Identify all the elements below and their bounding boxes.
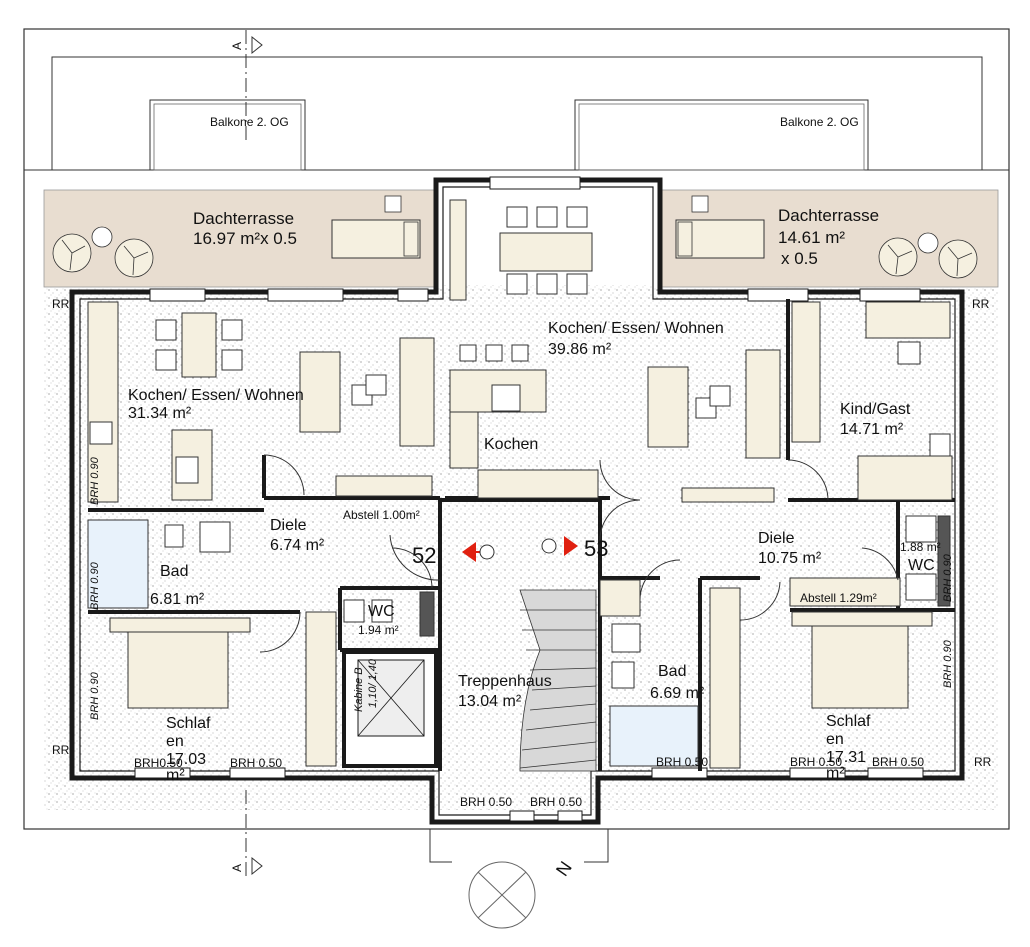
exterior-walls (69, 177, 965, 825)
brh-bottom-3: BRH 0.50 (460, 795, 512, 809)
svg-text:A: A (230, 42, 244, 50)
north-label: N (552, 858, 576, 880)
brh-bottom-6: BRH 0.50 (790, 755, 842, 769)
room-schlaf-right-line2: en (826, 731, 844, 748)
room-wc-left-name: WC (368, 603, 395, 620)
rr-top-left: RR (52, 297, 70, 311)
bath-left (87, 519, 435, 637)
brh-bottom-7: BRH 0.50 (872, 755, 924, 769)
room-wc-left-area: 1.94 m² (358, 623, 399, 637)
brh-left-bath: BRH 0.90 (89, 561, 101, 610)
room-kind-name: Kind/Gast (840, 401, 911, 418)
room-abstell-left: Abstell 1.00m² (343, 508, 420, 522)
lounger-right (675, 195, 765, 259)
room-kew-left-name: Kochen/ Essen/ Wohnen (128, 387, 304, 404)
north-arrow: N (468, 858, 576, 929)
staircase (519, 589, 597, 772)
unit-arrow-left (462, 542, 495, 562)
rr-top-right: RR (972, 297, 990, 311)
section-marker-bottom: A (230, 790, 263, 880)
elevator-cabin-line2: 1,10/ 1,40 (367, 658, 379, 708)
room-diele-left-name: Diele (270, 517, 307, 534)
room-kew-left-area: 31.34 m² (128, 405, 192, 422)
terrace-left-area: 16.97 m²x 0.5 (193, 229, 297, 248)
room-schlaf-right-area: 17.31 (826, 749, 866, 766)
room-wc-right-area: 1.88 m² (900, 540, 941, 554)
room-schlaf-left-area: 17.03 (166, 751, 206, 768)
brh-bottom-4: BRH 0.50 (530, 795, 582, 809)
plant-icons-right (878, 232, 978, 279)
roof-outline (23, 28, 1010, 830)
entrance-outline (429, 829, 609, 863)
lounger-left (331, 195, 421, 259)
windows (134, 176, 924, 822)
svg-text:A: A (230, 864, 244, 872)
bath-right (609, 515, 951, 767)
rr-bottom-right: RR (974, 755, 992, 769)
room-schlaf-right-unit: m² (826, 765, 845, 782)
room-schlaf-left-unit: m² (166, 767, 185, 784)
terrace-left-name: Dachterrasse (193, 209, 294, 228)
balcony-band (51, 56, 983, 171)
brh-bottom-5: BRH 0.50 (656, 755, 708, 769)
elevator-shaft (342, 650, 438, 768)
room-diele-left-area: 6.74 m² (270, 537, 325, 554)
room-treppenhaus-area: 13.04 m² (458, 693, 522, 710)
furniture-left-apartment (87, 301, 435, 503)
bed-left (109, 611, 337, 767)
room-bad-right-name: Bad (658, 663, 686, 680)
room-kind-area: 14.71 m² (840, 421, 904, 438)
room-schlaf-left-line2: en (166, 733, 184, 750)
room-wc-right-name: WC (908, 557, 935, 574)
elevator-cabin-line1: Kabine B (353, 667, 365, 712)
balcony-right-label: Balkone 2. OG (780, 115, 859, 129)
room-bad-right-area: 6.69 m² (650, 685, 705, 702)
plant-icons-left (52, 226, 154, 278)
brh-left-bedroom: BRH 0.90 (89, 671, 101, 720)
room-bad-left-area: 6.81 m² (150, 591, 205, 608)
rr-bottom-left: RR (52, 743, 70, 757)
balcony-left-label: Balkone 2. OG (210, 115, 289, 129)
unit-number-left: 52 (412, 543, 436, 568)
room-schlaf-right-line1: Schlaf (826, 713, 871, 730)
room-diele-right-name: Diele (758, 530, 795, 547)
balcony-left (149, 99, 306, 171)
room-schlaf-left-line1: Schlaf (166, 715, 211, 732)
brh-bottom-1: BRH0.50 (134, 756, 183, 770)
terrace-right-area2: x 0.5 (781, 249, 818, 268)
brh-left-kitchen: BRH 0.90 (89, 456, 101, 505)
door-swings (259, 454, 899, 653)
room-treppenhaus-name: Treppenhaus (458, 673, 552, 690)
room-abstell-right: Abstell 1.29m² (800, 591, 877, 605)
room-kew-center-area: 39.86 m² (548, 341, 612, 358)
brh-right-bedroom: BRH 0.90 (942, 639, 954, 688)
brh-right-wc: BRH 0.90 (942, 553, 954, 602)
unit-number-right: 53 (584, 536, 608, 561)
room-bad-left-name: Bad (160, 563, 188, 580)
terrace-right-area1: 14.61 m² (778, 228, 845, 247)
room-kochen-name: Kochen (484, 436, 538, 453)
balcony-right (574, 99, 869, 171)
terrace-right-name: Dachterrasse (778, 206, 879, 225)
section-marker-top: A (230, 30, 263, 140)
brh-bottom-2: BRH 0.50 (230, 756, 282, 770)
furniture-center (449, 199, 781, 503)
room-kew-center-name: Kochen/ Essen/ Wohnen (548, 320, 724, 337)
bed-right (791, 611, 933, 709)
unit-arrow-right (541, 536, 578, 556)
room-diele-right-area: 10.75 m² (758, 550, 822, 567)
